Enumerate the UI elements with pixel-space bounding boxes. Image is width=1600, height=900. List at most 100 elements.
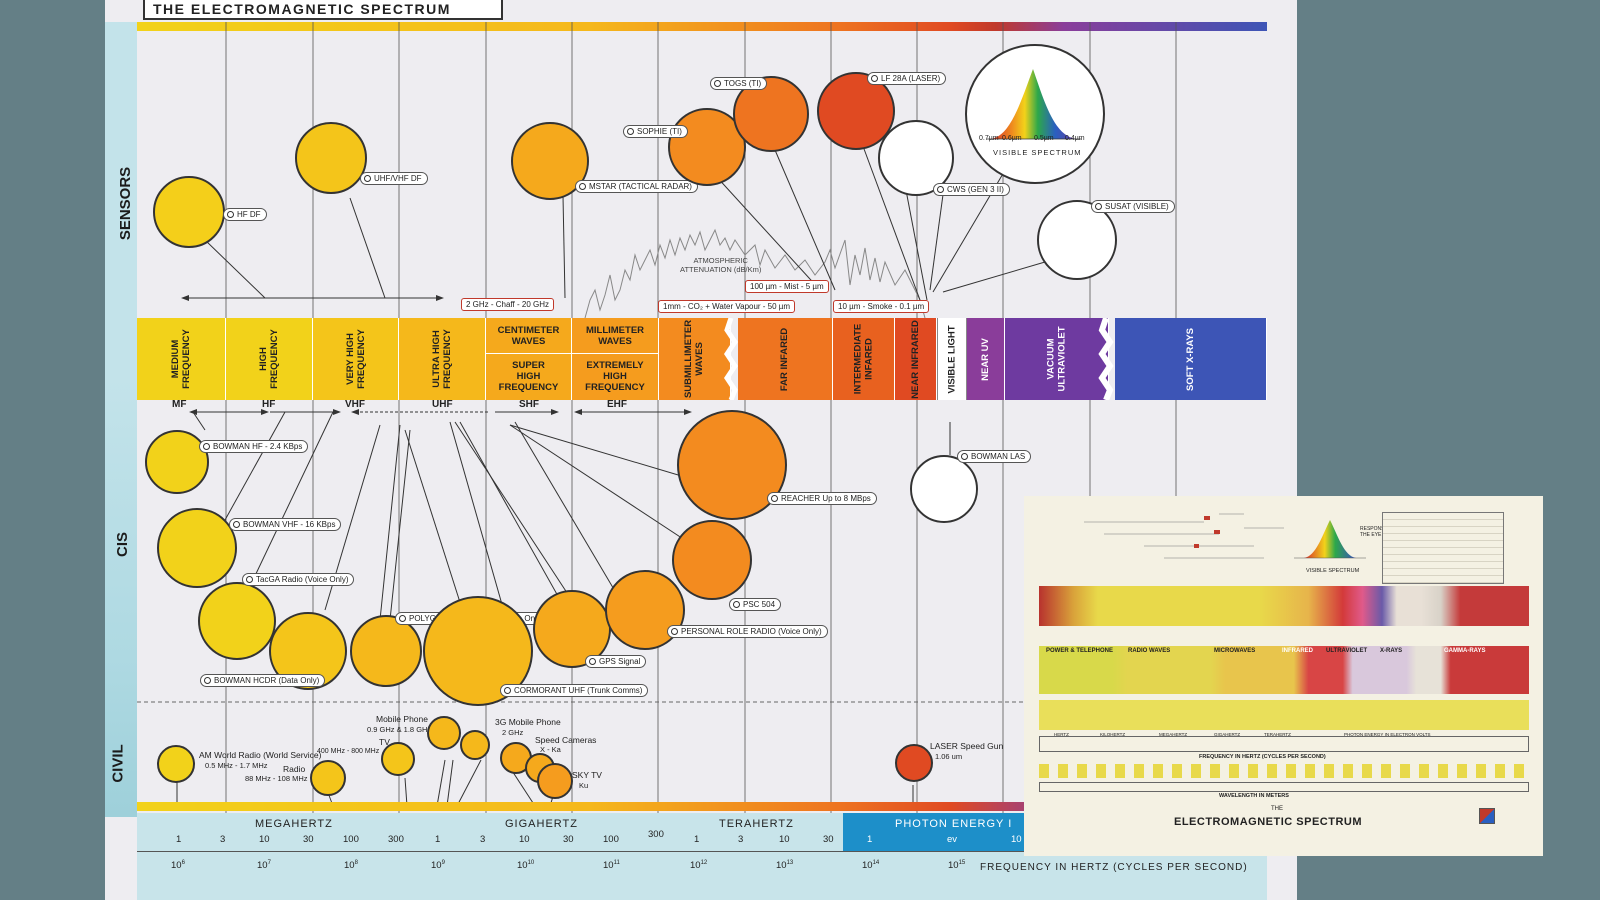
inset-hex-row [1039, 764, 1529, 778]
sky-tv-range: Ku [579, 781, 589, 790]
power-10: 1010 [517, 860, 535, 872]
band-shf: CENTIMETER WAVES SUPER HIGH FREQUENCY [486, 318, 572, 400]
band-hf: HIGH FREQUENCY [226, 318, 313, 400]
inset-visible-label: VISIBLE SPECTRUM [1306, 568, 1360, 574]
cormorant-label: CORMORANT UHF (Trunk Comms) [500, 684, 649, 697]
visible-spectrum-curve [987, 69, 1081, 140]
psc504-circle [672, 520, 752, 600]
band-submillimeter: SUBMILLIMETER WAVES [659, 318, 731, 400]
band-uhf: ULTRA HIGH FREQUENCY [399, 318, 486, 400]
visible-spectrum-circle [965, 44, 1105, 184]
inset-frequency-row [1039, 736, 1529, 752]
band-vacuum-uv: VACUUM ULTRAVIOLET [1005, 318, 1109, 400]
inset-frequency-label: FREQUENCY IN HERTZ (CYCLES PER SECOND) [1199, 754, 1326, 760]
inset-unit-ghz: GIGAHERTZ [1214, 732, 1241, 737]
cws-label: CWS (GEN 3 II) [933, 183, 1010, 196]
inset-section-gamma: GAMMA-RAYS [1444, 648, 1486, 654]
inset-wavelength-row [1039, 782, 1529, 792]
psc504-label: PSC 504 [729, 598, 782, 611]
tick-10: 30 [563, 834, 574, 845]
inset-wavelength-label: WAVELENGTH IN METERS [1219, 793, 1289, 799]
tick-6: 300 [388, 834, 404, 845]
power-12: 1012 [690, 860, 708, 872]
unit-megahertz: MEGAHERTZ [255, 818, 333, 830]
inset-info-strip [1039, 700, 1529, 730]
am-world-range: 0.5 MHz - 1.7 MHz [205, 761, 268, 770]
tick-9: 10 [519, 834, 530, 845]
band-near-infrared: NEAR INFRARED [895, 318, 937, 400]
tick-13: 1 [694, 834, 700, 845]
band-ehf: MILLIMETER WAVES EXTREMELY HIGH FREQUENC… [572, 318, 659, 400]
mobile-circle [427, 716, 461, 750]
tacga-label: TacGA Radio (Voice Only) [242, 573, 355, 586]
power-7: 107 [257, 860, 271, 872]
abbr-vhf: VHF [345, 399, 365, 410]
unit-gigahertz: GIGAHERTZ [505, 818, 578, 830]
laser-gun-range: 1.06 um [935, 752, 963, 761]
mstar-label: MSTAR (TACTICAL RADAR) [575, 180, 698, 193]
tick-1: 1 [176, 834, 182, 845]
inset-top-band [1039, 586, 1529, 626]
sky-tv-circle [537, 763, 573, 799]
poster-title: THE ELECTROMAGNETIC SPECTRUM [153, 1, 451, 17]
abbr-mf: MF [172, 399, 187, 410]
inset-top-lines [1084, 513, 1284, 559]
power-15: 1015 [948, 860, 966, 872]
tick-12: 300 [648, 829, 664, 840]
attenuation-label: ATMOSPHERIC ATTENUATION (dB/Km) [680, 256, 762, 274]
tick-7: 1 [435, 834, 441, 845]
inset-title: ELECTROMAGNETIC SPECTRUM [1174, 816, 1362, 828]
smoke-range: 10 µm - Smoke - 0.1 µm [833, 300, 930, 313]
inset-crest-icon [1479, 808, 1495, 824]
band-vhf: VERY HIGH FREQUENCY [313, 318, 399, 400]
bowman-hf-circle [145, 430, 209, 494]
inset-title-small: THE [1271, 806, 1283, 812]
inset-data-table [1382, 512, 1504, 584]
tick-15: 10 [779, 834, 790, 845]
tv-circle [381, 742, 415, 776]
poster-title-box: THE ELECTROMAGNETIC SPECTRUM [143, 0, 503, 20]
abbr-ehf: EHF [607, 399, 627, 410]
uhf-vhf-df-circle [295, 122, 367, 194]
mobile-label: Mobile Phone [376, 714, 428, 724]
radio-label: Radio [283, 764, 306, 774]
band-breaks [723, 318, 1114, 400]
bowman-vhf-label: BOWMAN VHF - 16 KBps [229, 518, 342, 531]
inset-unit-hertz: HERTZ [1054, 732, 1069, 737]
tick-16: 30 [823, 834, 834, 845]
inset-section-power: POWER & TELEPHONE [1046, 648, 1114, 654]
mist-range: 100 µm - Mist - 5 µm [745, 280, 829, 293]
mobile-range: 0.9 GHz & 1.8 GHz [367, 725, 432, 734]
power-6: 106 [171, 860, 185, 872]
band-mf: MEDIUM FREQUENCY [137, 318, 226, 400]
power-9: 109 [431, 860, 445, 872]
band-intermediate-infrared: INTERMEDIATE INFARED [833, 318, 895, 400]
speed-label: Speed Cameras [535, 735, 597, 745]
sky-tv-label: SKY TV [572, 770, 602, 780]
band-soft-xrays: SOFT X-RAYS [1115, 318, 1267, 400]
band-shf-top-label: CENTIMETER WAVES [497, 324, 560, 347]
lf28a-circle [817, 72, 895, 150]
scale-divider [137, 851, 1267, 852]
water-vapour-range: 1mm - CO₂ + Water Vapour - 50 µm [658, 300, 796, 313]
power-11: 1011 [603, 860, 620, 872]
power-8: 108 [344, 860, 358, 872]
visible-spectrum-label: VISIBLE SPECTRUM [993, 148, 1082, 157]
tick-2: 3 [220, 834, 226, 845]
reacher-label: REACHER Up to 8 MBps [767, 492, 877, 505]
visible-wl-2: 0.6µm [1002, 135, 1022, 142]
visible-wl-4: 0.4µm [1065, 135, 1085, 142]
uhf-vhf-df-label: UHF/VHF DF [360, 172, 428, 185]
tick-4: 30 [303, 834, 314, 845]
laser-gun-label: LASER Speed Gun [930, 741, 1004, 751]
susat-label: SUSAT (VISIBLE) [1091, 200, 1175, 213]
am-radio-circle [157, 745, 195, 783]
tv-label: TV [379, 737, 390, 747]
tick-8: 3 [480, 834, 486, 845]
band-far-infrared: FAR INFARED [738, 318, 833, 400]
bowman-las-circle [910, 455, 978, 523]
bowman-las-label: BOWMAN LAS [957, 450, 1032, 463]
abbr-shf: SHF [519, 399, 539, 410]
3g-circle-a [460, 730, 490, 760]
gps-label: GPS Signal [585, 655, 647, 668]
